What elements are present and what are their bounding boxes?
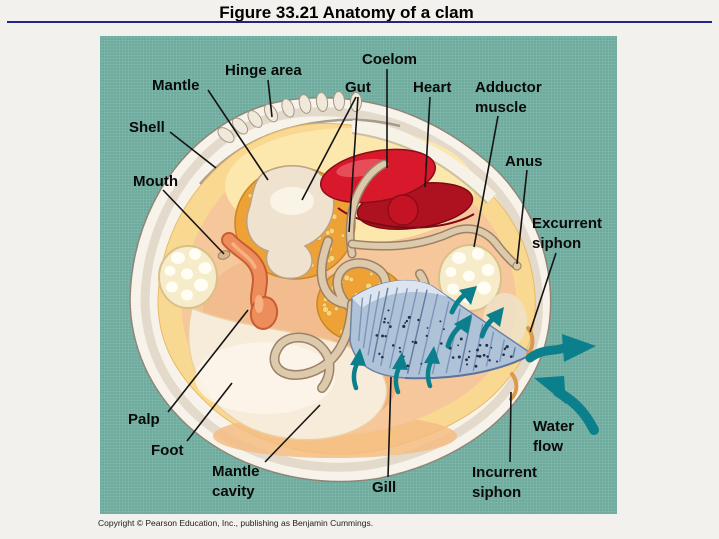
label-line: Coelom (362, 51, 418, 68)
leader-line-palp (167, 309, 249, 413)
leader-line-mantle (207, 89, 269, 181)
label-shell: Shell (129, 118, 165, 138)
label-line: Mouth (133, 173, 178, 190)
incurrent-siphon-notch (509, 372, 519, 401)
label-gill: Gill (372, 478, 396, 498)
copyright-text: Copyright © Pearson Education, Inc., pub… (98, 518, 374, 528)
gill-shape (349, 279, 534, 380)
label-palp: Palp (128, 410, 160, 430)
label-line: Mantle (152, 77, 200, 94)
label-anus: Anus (505, 152, 543, 172)
label-line: Excurrent (532, 215, 603, 232)
label-line: Adductor (475, 79, 542, 96)
label-line: Anus (505, 153, 543, 170)
label-line: Gut (345, 79, 371, 96)
leader-line-shell (169, 131, 217, 169)
leader-line-anus (516, 169, 528, 265)
label-line: Gill (372, 479, 397, 496)
leader-line-hinge-area (267, 79, 273, 118)
label-coelom: Coelom (362, 50, 417, 70)
stomach-shape (246, 165, 335, 280)
leader-lines (162, 69, 557, 478)
adductor-muscle-posterior (438, 244, 502, 312)
label-excurrent-siphon: Excurrent siphon (532, 214, 602, 254)
label-line: Heart (413, 79, 452, 96)
label-line: Mantle (212, 463, 260, 480)
title-underline (7, 21, 712, 23)
rectum-tube (347, 224, 522, 271)
leader-line-mouth (162, 189, 225, 255)
label-line: flow (533, 438, 563, 455)
figure-title: Figure 33.21 Anatomy of a clam (219, 3, 474, 22)
palp-shape (221, 232, 279, 330)
label-adductor-muscle: Adductor muscle (475, 78, 542, 118)
siphon-notches (509, 326, 535, 401)
label-mouth: Mouth (133, 172, 178, 192)
leader-line-gill (387, 376, 392, 478)
leader-line-mantle-cavity (264, 404, 321, 463)
leader-line-foot (186, 382, 233, 442)
label-incurrent-siphon: Incurrent siphon (472, 463, 537, 503)
leader-line-heart (424, 96, 431, 188)
leader-line-gut (301, 96, 357, 201)
label-line: siphon (472, 484, 522, 501)
leader-line-excurrent-siphon (529, 252, 557, 333)
excurrent-siphon-notch (526, 326, 535, 356)
gut-tube (345, 159, 389, 259)
leader-line-incurrent-siphon (509, 391, 512, 463)
label-mantle-cavity: Mantle cavity (212, 462, 260, 502)
label-line: Foot (151, 442, 184, 459)
clam-illustration (129, 69, 599, 483)
label-foot: Foot (151, 441, 183, 461)
label-line: Hinge area (225, 62, 302, 79)
adductor-muscle-anterior (158, 245, 218, 309)
label-line: cavity (212, 483, 255, 500)
label-line: Water (533, 418, 575, 435)
water-flow-arrows (350, 286, 599, 435)
heart-shape (319, 148, 475, 230)
label-line: Palp (128, 411, 160, 428)
label-line: muscle (475, 99, 527, 116)
label-line: Shell (129, 119, 165, 136)
label-water-flow: Water flow (533, 417, 574, 457)
label-line: siphon (532, 235, 582, 252)
label-mantle: Mantle (152, 76, 200, 96)
excurrent-water-arrow (525, 343, 569, 363)
label-hinge-area: Hinge area (225, 61, 302, 81)
leader-line-gut (348, 96, 359, 233)
label-gut: Gut (345, 78, 371, 98)
label-heart: Heart (413, 78, 451, 98)
label-line: Incurrent (472, 464, 538, 481)
mouth-opening (217, 250, 231, 260)
leader-line-adductor-muscle (473, 115, 499, 248)
